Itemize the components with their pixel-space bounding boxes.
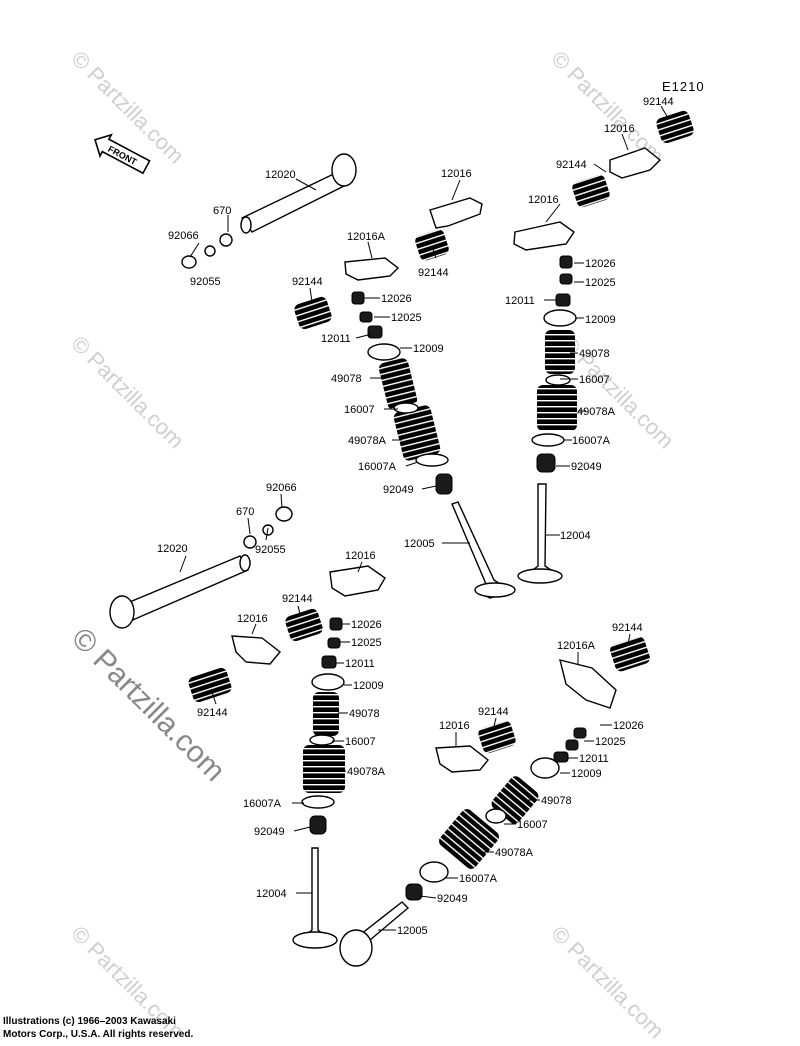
part-number-label: 12009 <box>571 768 602 780</box>
part-number-label: 12011 <box>345 658 375 670</box>
part-number-label: 12004 <box>560 530 591 542</box>
copyright-line-1: Illustrations (c) 1966–2003 Kawasaki <box>3 1016 176 1027</box>
part-number-label: 92055 <box>255 544 286 556</box>
lower-left-shaft <box>109 506 293 629</box>
part-number-label: 12020 <box>157 543 188 555</box>
watermark: © Partzilla.com <box>66 331 189 454</box>
part-number-label: 12016 <box>604 123 635 135</box>
part-number-label: 92049 <box>383 484 414 496</box>
part-number-label: 12026 <box>381 293 412 305</box>
small-parts <box>309 255 587 901</box>
part-number-label: 92144 <box>478 706 509 718</box>
part-number-label: 92144 <box>292 276 323 288</box>
part-number-label: 12026 <box>613 720 644 732</box>
part-number-label: 12011 <box>505 295 535 307</box>
part-number-label: 12005 <box>404 538 435 550</box>
part-number-label: 12016 <box>345 550 376 562</box>
part-number-label: 92144 <box>418 267 449 279</box>
copyright-notice: Illustrations (c) 1966–2003 Kawasaki Mot… <box>3 1015 193 1041</box>
part-number-label: 49078 <box>541 795 572 807</box>
part-number-label: 12020 <box>265 169 296 181</box>
part-number-label: 16007A <box>572 435 611 447</box>
part-number-label: 92144 <box>556 159 587 171</box>
part-number-label: 16007 <box>517 819 548 831</box>
part-number-label: 12025 <box>351 637 382 649</box>
part-number-label: 16007 <box>344 404 375 416</box>
part-number-label: 12016 <box>439 720 470 732</box>
part-number-label: 49078 <box>331 373 362 385</box>
part-number-label: 12004 <box>256 888 287 900</box>
part-number-label: 12005 <box>397 925 428 937</box>
part-number-label: 92144 <box>643 96 674 108</box>
retainers-and-seats <box>301 309 577 883</box>
part-number-label: 12011 <box>321 333 351 345</box>
part-number-label: 92049 <box>571 461 602 473</box>
part-number-label: 12025 <box>585 277 616 289</box>
part-number-label: 12009 <box>585 314 616 326</box>
part-number-label: 12016A <box>557 640 596 652</box>
part-number-label: 92049 <box>254 826 285 838</box>
part-number-label: 12026 <box>585 258 616 270</box>
part-number-label: 670 <box>213 205 231 217</box>
valves <box>292 483 563 967</box>
part-number-label: 12016 <box>528 194 559 206</box>
part-number-label: 12026 <box>351 619 382 631</box>
part-number-label: 49078 <box>349 708 380 720</box>
part-number-label: 670 <box>236 506 254 518</box>
callout-labels: 92144 12016 92144 12016 12026 12025 1201… <box>157 96 674 937</box>
watermark: © Partzilla.com <box>65 622 231 788</box>
part-number-label: 16007A <box>243 798 282 810</box>
rocker-arms <box>231 147 662 773</box>
part-number-label: 49078A <box>495 847 534 859</box>
diagram-code: E1210 <box>662 79 705 94</box>
part-number-label: 92144 <box>197 707 228 719</box>
part-number-label: 92055 <box>190 276 221 288</box>
part-number-label: 92144 <box>282 593 313 605</box>
part-number-label: 12025 <box>391 312 422 324</box>
part-number-label: 49078A <box>347 766 386 778</box>
part-number-label: 12011 <box>579 753 609 765</box>
copyright-line-2: Motors Corp., U.S.A. All rights reserved… <box>3 1029 194 1040</box>
part-number-label: 12025 <box>595 736 626 748</box>
part-number-label: 12009 <box>413 343 444 355</box>
part-number-label: 49078A <box>577 406 616 418</box>
part-number-label: 12016 <box>237 613 268 625</box>
part-number-label: 12016 <box>441 168 472 180</box>
part-number-label: 12016A <box>347 231 386 243</box>
part-number-label: 92066 <box>168 230 199 242</box>
upper-left-shaft <box>181 153 357 269</box>
part-number-label: 12009 <box>353 680 384 692</box>
part-number-label: 49078A <box>348 435 387 447</box>
part-number-label: 92066 <box>266 482 297 494</box>
part-number-label: 49078 <box>579 348 610 360</box>
part-number-label: 92049 <box>437 893 468 905</box>
part-number-label: 16007A <box>459 873 498 885</box>
part-number-label: 16007 <box>579 374 610 386</box>
part-number-label: 92144 <box>612 622 643 634</box>
part-number-label: 16007 <box>345 736 376 748</box>
watermark: © Partzilla.com <box>546 921 669 1044</box>
leader-lines <box>179 105 669 931</box>
part-number-label: 16007A <box>358 461 397 473</box>
